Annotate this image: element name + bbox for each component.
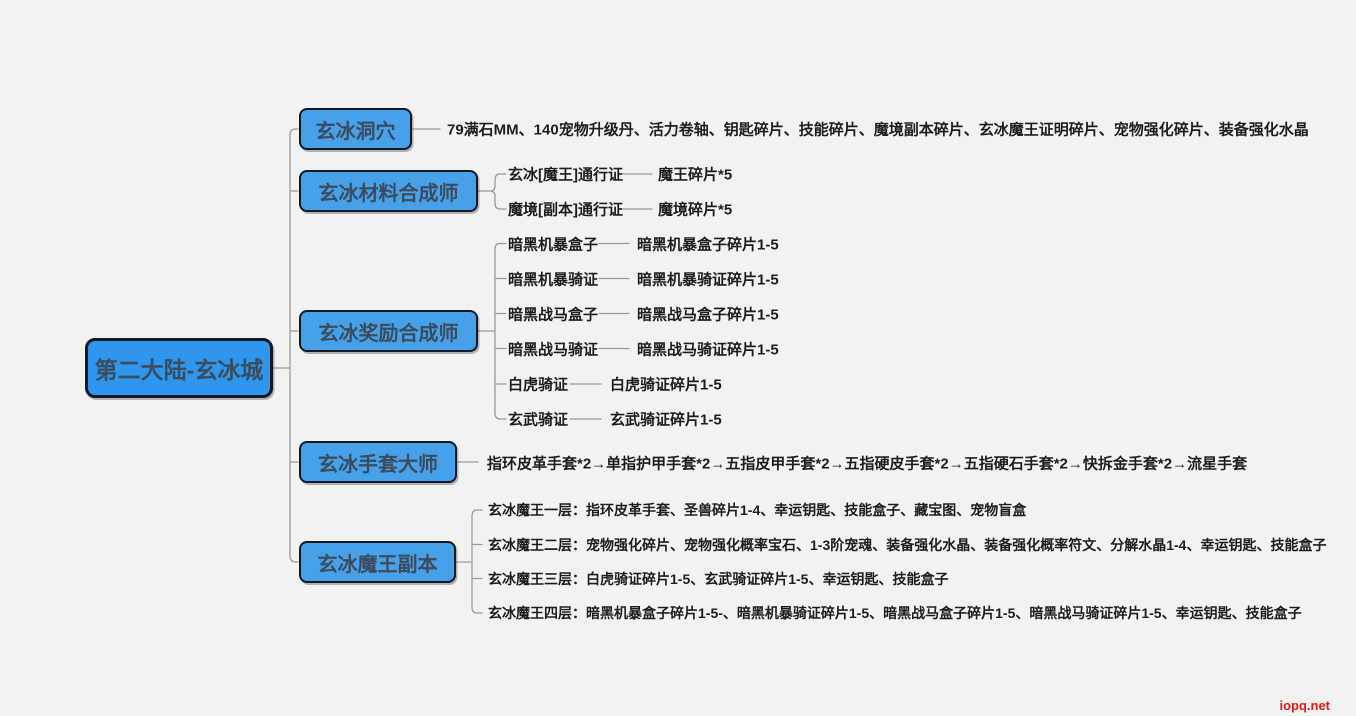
material-node[interactable]: 暗黑机暴骑证碎片1-5 bbox=[637, 271, 779, 288]
floor-node[interactable]: 玄冰魔王二层：宠物强化碎片、宠物强化概率宝石、1-3阶宠魂、装备强化水晶、装备强… bbox=[488, 536, 1327, 553]
site-watermark: iopq.net bbox=[1279, 698, 1330, 713]
item-node[interactable]: 暗黑战马骑证 bbox=[508, 341, 599, 358]
branch3-connector bbox=[477, 242, 630, 420]
branch-node-reward-synth[interactable]: 玄冰奖励合成师 bbox=[299, 310, 478, 352]
floor-node[interactable]: 玄冰魔王三层：白虎骑证碎片1-5、玄武骑证碎片1-5、幸运钥匙、技能盒子 bbox=[488, 570, 949, 587]
material-node[interactable]: 魔境碎片*5 bbox=[658, 201, 733, 219]
material-node[interactable]: 暗黑战马盒子碎片1-5 bbox=[637, 306, 779, 323]
branch-node-cave[interactable]: 玄冰洞穴 bbox=[299, 108, 412, 150]
root-node[interactable]: 第二大陆-玄冰城 bbox=[85, 338, 273, 398]
material-node[interactable]: 暗黑机暴盒子碎片1-5 bbox=[637, 236, 779, 253]
item-node[interactable]: 暗黑机暴盒子 bbox=[508, 236, 599, 253]
spine-connector bbox=[271, 128, 299, 563]
item-node[interactable]: 暗黑机暴骑证 bbox=[508, 271, 599, 288]
item-node[interactable]: 玄冰[魔王]通行证 bbox=[508, 166, 623, 184]
cave-drop-list[interactable]: 79满石MM、140宠物升级丹、活力卷轴、钥匙碎片、技能碎片、魔境副本碎片、玄冰… bbox=[447, 121, 1309, 139]
material-node[interactable]: 白虎骑证碎片1-5 bbox=[610, 376, 722, 394]
glove-upgrade-path[interactable]: 指环皮革手套*2→单指护甲手套*2→五指皮甲手套*2→五指硬皮手套*2→五指硬石… bbox=[487, 455, 1248, 473]
material-node[interactable]: 玄武骑证碎片1-5 bbox=[610, 411, 722, 429]
branch2-connector bbox=[477, 173, 653, 210]
material-node[interactable]: 暗黑战马骑证碎片1-5 bbox=[637, 341, 779, 358]
branch-node-boss-dungeon[interactable]: 玄冰魔王副本 bbox=[299, 541, 456, 583]
branch-node-material-synth[interactable]: 玄冰材料合成师 bbox=[299, 170, 478, 212]
floor-node[interactable]: 玄冰魔王四层：暗黑机暴盒子碎片1-5-、暗黑机暴骑证碎片1-5、暗黑战马盒子碎片… bbox=[488, 605, 1302, 621]
item-node[interactable]: 魔境[副本]通行证 bbox=[508, 201, 623, 219]
material-node[interactable]: 魔王碎片*5 bbox=[658, 166, 733, 184]
item-node[interactable]: 玄武骑证 bbox=[508, 411, 569, 429]
item-node[interactable]: 白虎骑证 bbox=[508, 376, 569, 394]
item-node[interactable]: 暗黑战马盒子 bbox=[508, 306, 599, 323]
floor-node[interactable]: 玄冰魔王一层：指环皮革手套、圣兽碎片1-4、幸运钥匙、技能盒子、藏宝图、宠物盲盒 bbox=[488, 502, 1027, 518]
branch-node-glove-master[interactable]: 玄冰手套大师 bbox=[299, 441, 457, 483]
branch5-connector bbox=[455, 509, 483, 614]
